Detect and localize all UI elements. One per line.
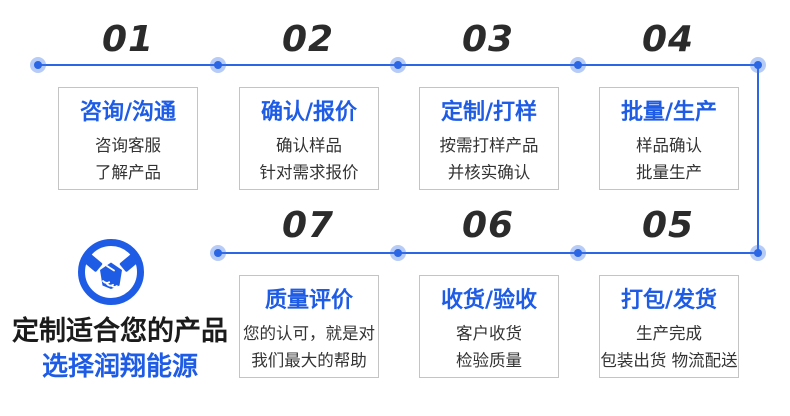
step-04-title: 批量/生产 xyxy=(620,100,718,125)
step-01-line-1: 咨询客服 xyxy=(95,136,161,155)
step-03-desc: 按需打样产品 并核实确认 xyxy=(420,132,558,186)
slogan-line-1: 定制适合您的产品 xyxy=(12,316,228,347)
step-01-desc: 咨询客服 了解产品 xyxy=(59,132,197,186)
connector-dot xyxy=(30,57,46,73)
handshake-icon xyxy=(76,237,146,307)
brand-slogan: 定制适合您的产品 选择润翔能源 xyxy=(8,316,232,383)
timeline-row2-line xyxy=(218,252,758,254)
connector-dot xyxy=(390,245,406,261)
step-06-line-2: 检验质量 xyxy=(456,351,522,370)
step-05-desc: 生产完成 包装出货 物流配送 xyxy=(600,320,738,374)
connector-dot xyxy=(570,245,586,261)
connector-dot xyxy=(210,245,226,261)
step-01-line-2: 了解产品 xyxy=(95,163,161,182)
slogan-line-2: 选择润翔能源 xyxy=(41,352,198,382)
step-05-line-2: 包装出货 物流配送 xyxy=(600,351,738,370)
step-07-title: 质量评价 xyxy=(264,288,353,313)
timeline-vertical-line xyxy=(757,64,759,254)
step-05-number: 05 xyxy=(641,205,695,246)
step-02-title: 确认/报价 xyxy=(260,100,358,125)
step-04-line-2: 批量生产 xyxy=(636,163,702,182)
step-02-line-1: 确认样品 xyxy=(276,136,342,155)
step-02-desc: 确认样品 针对需求报价 xyxy=(240,132,378,186)
step-07-desc: 您的认可，就是对 我们最大的帮助 xyxy=(240,320,378,374)
step-06-number: 06 xyxy=(461,205,515,246)
connector-dot xyxy=(570,57,586,73)
step-01-box: 咨询/沟通 咨询客服 了解产品 xyxy=(58,87,198,190)
step-02-number: 02 xyxy=(281,19,335,60)
step-05-box: 打包/发货 生产完成 包装出货 物流配送 xyxy=(599,275,739,378)
connector-dot xyxy=(750,57,766,73)
step-04-box: 批量/生产 样品确认 批量生产 xyxy=(599,87,739,190)
connector-dot xyxy=(750,245,766,261)
step-03-number: 03 xyxy=(461,19,515,60)
step-03-line-1: 按需打样产品 xyxy=(439,136,539,155)
step-06-desc: 客户收货 检验质量 xyxy=(420,320,558,374)
step-02-line-2: 针对需求报价 xyxy=(259,163,359,182)
step-06-line-1: 客户收货 xyxy=(456,324,522,343)
step-07-number: 07 xyxy=(281,205,335,246)
step-04-line-1: 样品确认 xyxy=(636,136,702,155)
step-07-box: 质量评价 您的认可，就是对 我们最大的帮助 xyxy=(239,275,379,378)
step-03-box: 定制/打样 按需打样产品 并核实确认 xyxy=(419,87,559,190)
step-05-line-1: 生产完成 xyxy=(636,324,702,343)
connector-dot xyxy=(210,57,226,73)
connector-dot xyxy=(390,57,406,73)
step-03-line-2: 并核实确认 xyxy=(447,163,531,182)
step-07-line-1: 您的认可，就是对 xyxy=(243,324,375,343)
step-05-title: 打包/发货 xyxy=(620,288,718,313)
step-04-desc: 样品确认 批量生产 xyxy=(600,132,738,186)
step-06-title: 收货/验收 xyxy=(440,288,538,313)
step-01-title: 咨询/沟通 xyxy=(79,100,177,125)
step-03-title: 定制/打样 xyxy=(440,100,538,125)
step-01-number: 01 xyxy=(101,19,155,60)
step-04-number: 04 xyxy=(641,19,695,60)
step-02-box: 确认/报价 确认样品 针对需求报价 xyxy=(239,87,379,190)
step-06-box: 收货/验收 客户收货 检验质量 xyxy=(419,275,559,378)
step-07-line-2: 我们最大的帮助 xyxy=(251,351,367,370)
